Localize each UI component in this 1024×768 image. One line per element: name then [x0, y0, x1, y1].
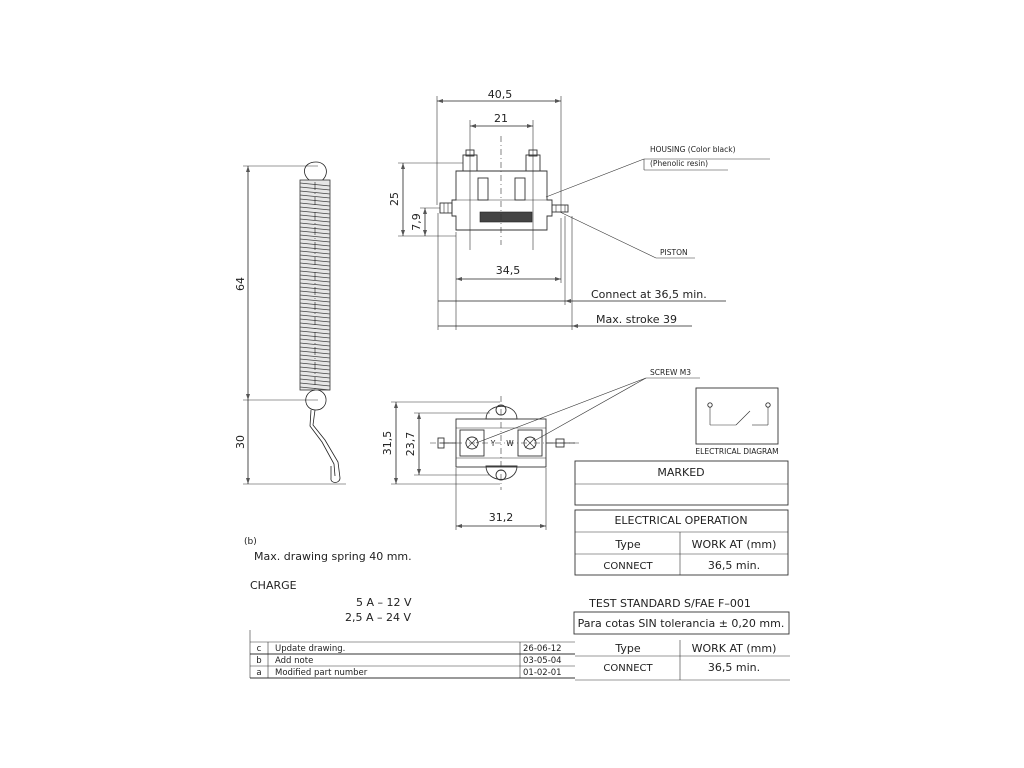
- top-view-switch: 40,5 21 25: [388, 88, 770, 330]
- dim-31-2: 31,2: [489, 511, 514, 524]
- spring-note: Max. drawing spring 40 mm.: [254, 550, 412, 563]
- coil-turn: [299, 374, 331, 379]
- revision-rows: c Update drawing. 26-06-12 b Add note 03…: [256, 644, 561, 678]
- coil-turn: [299, 282, 331, 287]
- coil-turn: [299, 358, 331, 363]
- dim-40-5: 40,5: [488, 88, 513, 101]
- coil-turn: [299, 250, 331, 255]
- dim-31-5: 31,5: [381, 431, 394, 456]
- coil-turn: [299, 234, 331, 239]
- piston-label: PISTON: [660, 248, 688, 257]
- side-view-switch: Y W 31,5 23,7 31,2 SCREW M3: [381, 368, 700, 530]
- coil-turn: [299, 218, 331, 223]
- revision-table: c Update drawing. 26-06-12 b Add note 03…: [249, 630, 575, 679]
- coil-turn: [299, 314, 331, 319]
- housing-label-2: (Phenolic resin): [650, 159, 708, 168]
- test-standard-block: TEST STANDARD S/FAE F–001 Para cotas SIN…: [573, 597, 790, 635]
- spring-drawing: 64 30: [234, 161, 346, 485]
- coil-turn: [299, 194, 331, 199]
- coil-turn: [299, 190, 331, 195]
- coil-turn: [299, 254, 331, 259]
- rev-desc: Update drawing.: [275, 644, 345, 654]
- housing-label-1: HOUSING (Color black): [650, 145, 736, 154]
- test-standard-title: TEST STANDARD S/FAE F–001: [588, 597, 751, 610]
- rev-code: a: [256, 668, 261, 678]
- dim-25: 25: [388, 192, 401, 206]
- lower-operation-table: Type WORK AT (mm) CONNECT 36,5 min.: [575, 640, 790, 681]
- lower-row-value: 36,5 min.: [708, 661, 760, 674]
- charge-title: CHARGE: [250, 579, 297, 592]
- coil-turn: [299, 370, 331, 375]
- connect-callout: Connect at 36,5 min.: [591, 288, 707, 301]
- rev-desc: Modified part number: [275, 668, 368, 678]
- rev-code: c: [257, 644, 262, 654]
- rev-date: 03-05-04: [523, 656, 562, 666]
- marked-header: MARKED: [657, 466, 704, 479]
- terminal-y-label: Y: [490, 439, 496, 448]
- dim-34-5: 34,5: [496, 264, 521, 277]
- terminal-w-label: W: [506, 439, 514, 448]
- operation-header: ELECTRICAL OPERATION: [614, 514, 747, 527]
- coil-turn: [299, 342, 331, 347]
- notes-block: (b) Max. drawing spring 40 mm. CHARGE 5 …: [244, 537, 412, 624]
- operation-col-type: Type: [614, 538, 640, 551]
- coil-turn: [299, 298, 331, 303]
- lower-row-type: CONNECT: [603, 663, 653, 674]
- rev-desc: Add note: [275, 656, 313, 666]
- coil-turn: [299, 338, 331, 343]
- marked-table: MARKED: [574, 460, 789, 506]
- coil-turn: [299, 310, 331, 315]
- coil-turn: [299, 354, 331, 359]
- rev-date: 01-02-01: [523, 668, 562, 678]
- dim-23-7: 23,7: [404, 432, 417, 457]
- electrical-diagram-label: ELECTRICAL DIAGRAM: [695, 447, 778, 456]
- rev-date: 26-06-12: [523, 644, 562, 654]
- coil-turn: [299, 222, 331, 227]
- spring-coils: [299, 182, 331, 391]
- coil-turn: [299, 238, 331, 243]
- dim-64: 64: [234, 277, 247, 291]
- charge-line-1: 5 A – 12 V: [356, 596, 412, 609]
- dim-21: 21: [494, 112, 508, 125]
- charge-line-2: 2,5 A – 24 V: [345, 611, 412, 624]
- lower-col-type: Type: [614, 642, 640, 655]
- max-stroke-callout: Max. stroke 39: [596, 313, 677, 326]
- dim-7-9: 7,9: [410, 213, 423, 231]
- electrical-diagram: ELECTRICAL DIAGRAM: [695, 387, 779, 456]
- coil-turn: [299, 278, 331, 283]
- operation-table: ELECTRICAL OPERATION Type WORK AT (mm) C…: [574, 509, 789, 576]
- tolerance-note: Para cotas SIN tolerancia ± 0,20 mm.: [578, 617, 785, 630]
- coil-turn: [299, 294, 331, 299]
- screw-m3-label: SCREW M3: [650, 368, 691, 377]
- operation-col-work: WORK AT (mm): [692, 538, 777, 551]
- dim-30: 30: [234, 435, 247, 449]
- figure-ref: (b): [244, 537, 257, 547]
- rev-code: b: [256, 656, 261, 666]
- operation-row-type: CONNECT: [603, 561, 653, 572]
- lower-col-work: WORK AT (mm): [692, 642, 777, 655]
- operation-row-value: 36,5 min.: [708, 559, 760, 572]
